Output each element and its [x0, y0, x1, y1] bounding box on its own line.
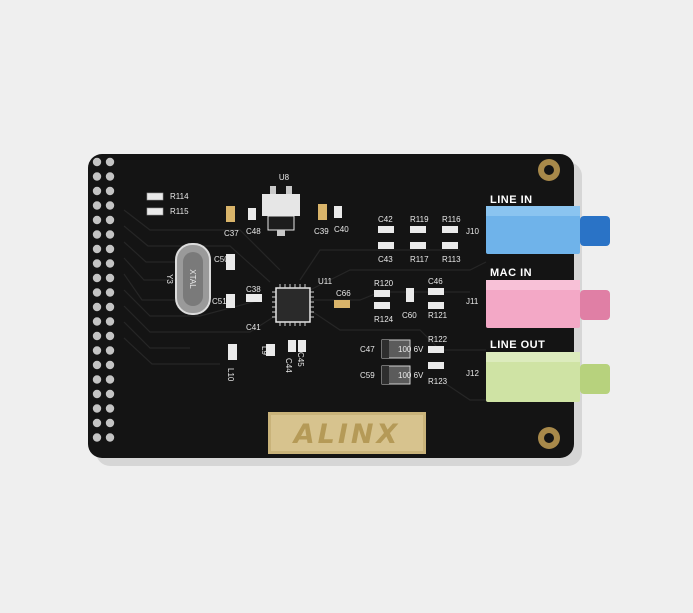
j10-label: J10 [466, 227, 479, 236]
header-pin [92, 157, 102, 167]
c47-label: C47 [360, 345, 375, 354]
u11-label: U11 [318, 277, 333, 286]
header-pin [92, 331, 102, 341]
header-pin [92, 418, 102, 428]
header-pin [105, 375, 115, 384]
c42-label: C42 [378, 215, 393, 224]
header-pin [92, 273, 102, 283]
header-pin [92, 288, 102, 297]
c45-label: C45 [296, 352, 305, 367]
header-pin [92, 360, 102, 370]
r119-label: R119 [410, 215, 429, 224]
c50-label: C50 [214, 255, 229, 264]
c66-label: C66 [336, 289, 351, 298]
line-out-label: LINE OUT [490, 339, 545, 351]
header-pin [92, 433, 102, 442]
c40-label: C40 [334, 225, 349, 234]
c41-label: C41 [246, 323, 261, 332]
c59-label: C59 [360, 371, 375, 380]
header-pin [105, 433, 115, 442]
codec-u11: U11 [272, 277, 333, 326]
jack-line-out: LINE OUT J12 [466, 339, 610, 402]
c37-label: C37 [224, 229, 239, 238]
alinx-logo: ALINX [268, 412, 426, 454]
r120-label: R120 [374, 279, 394, 288]
crystal-y3: XTAL Y3 [165, 243, 211, 315]
r123-label: R123 [428, 377, 448, 386]
header-pin [92, 186, 102, 196]
smd-components [146, 192, 458, 369]
header-pin [105, 346, 115, 355]
silkscreen-labels: R114 R115 C37 C48 C39 C40 C42 R119 R116 … [170, 192, 461, 386]
header-pin [105, 273, 115, 283]
c44-label: C44 [284, 358, 293, 373]
header-pin [92, 389, 102, 399]
alinx-logo-text: ALINX [292, 419, 401, 450]
l10-label: L10 [226, 368, 235, 382]
j11-label: J11 [466, 297, 479, 306]
c47-value: 100 6V [398, 345, 424, 354]
header-pin [105, 230, 115, 239]
tantalum-capacitors: 100 6V 100 6V [381, 339, 424, 385]
c38-label: C38 [246, 285, 261, 294]
y3-label: Y3 [165, 274, 174, 284]
j12-label: J12 [466, 369, 479, 378]
c48-label: C48 [246, 227, 261, 236]
header-pin [105, 215, 115, 225]
crystal-marking: XTAL [188, 269, 197, 289]
c59-value: 100 6V [398, 371, 424, 380]
header-pin [105, 331, 115, 341]
header-pin [105, 186, 115, 196]
header-pin [92, 302, 102, 312]
header-pin [105, 389, 115, 399]
header-pin [92, 201, 102, 210]
header-pin [105, 302, 115, 312]
r116-label: R116 [442, 215, 461, 224]
pin-header [92, 157, 115, 442]
header-pin [92, 244, 102, 254]
r115-label: R115 [170, 207, 189, 216]
header-pin [105, 418, 115, 428]
header-pin [92, 404, 102, 413]
r122-label: R122 [428, 335, 448, 344]
r124-label: R124 [374, 315, 394, 324]
header-pin [92, 259, 102, 268]
header-pin [105, 201, 115, 210]
header-pin [105, 360, 115, 370]
header-pin [105, 259, 115, 268]
header-pin [92, 230, 102, 239]
header-pin [105, 317, 115, 326]
header-pin [92, 172, 102, 181]
c51-label: C51 [212, 297, 227, 306]
u8-label: U8 [279, 173, 290, 182]
c46-label: C46 [428, 277, 443, 286]
header-pin [105, 244, 115, 254]
r113-label: R113 [442, 255, 461, 264]
r121-label: R121 [428, 311, 448, 320]
mac-in-label: MAC IN [490, 267, 532, 279]
regulator-u8: U8 [262, 173, 300, 236]
c43-label: C43 [378, 255, 393, 264]
header-pin [92, 346, 102, 355]
jack-line-in: LINE IN J10 [466, 194, 610, 254]
r117-label: R117 [410, 255, 429, 264]
jack-mic-in: MAC IN J11 [466, 267, 610, 328]
header-pin [105, 172, 115, 181]
header-pin [105, 157, 115, 167]
header-pin [92, 215, 102, 225]
header-pin [92, 375, 102, 384]
l9-label: L9 [260, 346, 269, 355]
c39-label: C39 [314, 227, 329, 236]
c60-label: C60 [402, 311, 417, 320]
header-pin [105, 288, 115, 297]
line-in-label: LINE IN [490, 194, 533, 206]
r114-label: R114 [170, 192, 189, 201]
header-pin [92, 317, 102, 326]
header-pin [105, 404, 115, 413]
